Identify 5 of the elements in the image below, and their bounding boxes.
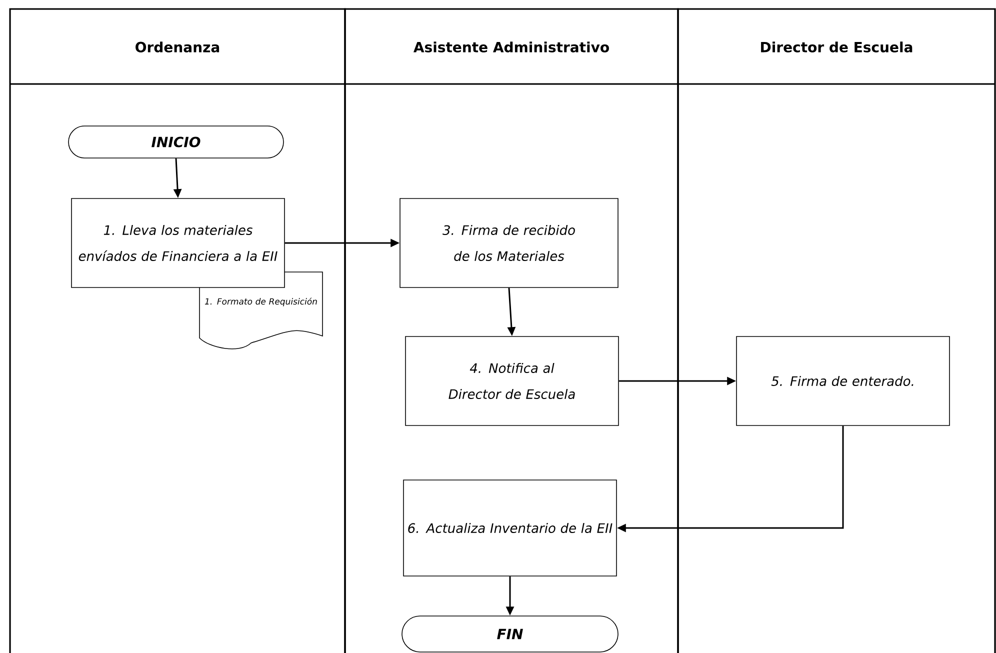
process-box: 5. Firma de enterado.	[736, 336, 950, 426]
process-box: 3. Firma de recibido de los Materiales	[400, 198, 618, 288]
process-box: 6. Actualiza Inventario de la EII	[403, 480, 617, 576]
process-box: 4. Notifica al Director de Escuela	[405, 336, 619, 426]
process-box: 1. Lleva los materiales envíados de Financiera a la EII	[71, 198, 285, 288]
